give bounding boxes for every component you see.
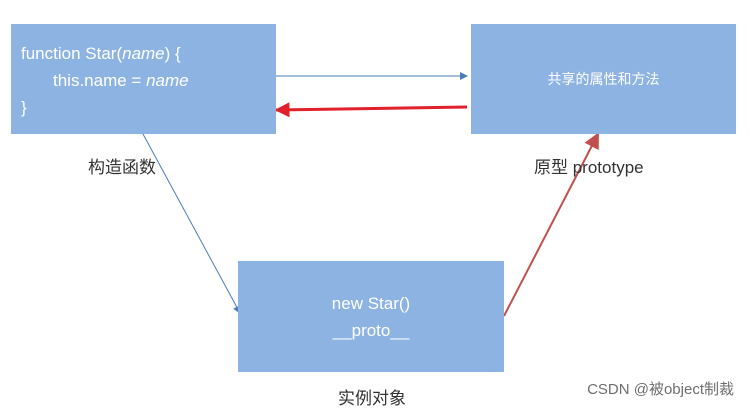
arrow-instance-to-prototype [503, 132, 599, 317]
instance-box: new Star() __proto__ [238, 261, 504, 372]
prototype-label: 原型 prototype [534, 158, 644, 177]
constructor-code-line-3: } [21, 98, 27, 117]
constructor-label: 构造函数 [88, 158, 156, 177]
prototype-box-text: 共享的属性和方法 [547, 71, 660, 87]
constructor-code-line-2: this.name = name [53, 71, 189, 90]
prototype-box: 共享的属性和方法 [471, 24, 736, 134]
constructor-box: function Star(name) { this.name = name } [11, 24, 276, 134]
arrow-prototype-to-constructor [274, 102, 468, 118]
arrow-constructor-to-instance [142, 133, 241, 314]
instance-label: 实例对象 [338, 389, 406, 408]
instance-line-2: __proto__ [332, 320, 410, 340]
instance-line-1: new Star() [331, 293, 411, 313]
constructor-code-line-1: function Star(name) { [21, 44, 181, 63]
watermark: CSDN @被object制裁 [587, 381, 734, 398]
